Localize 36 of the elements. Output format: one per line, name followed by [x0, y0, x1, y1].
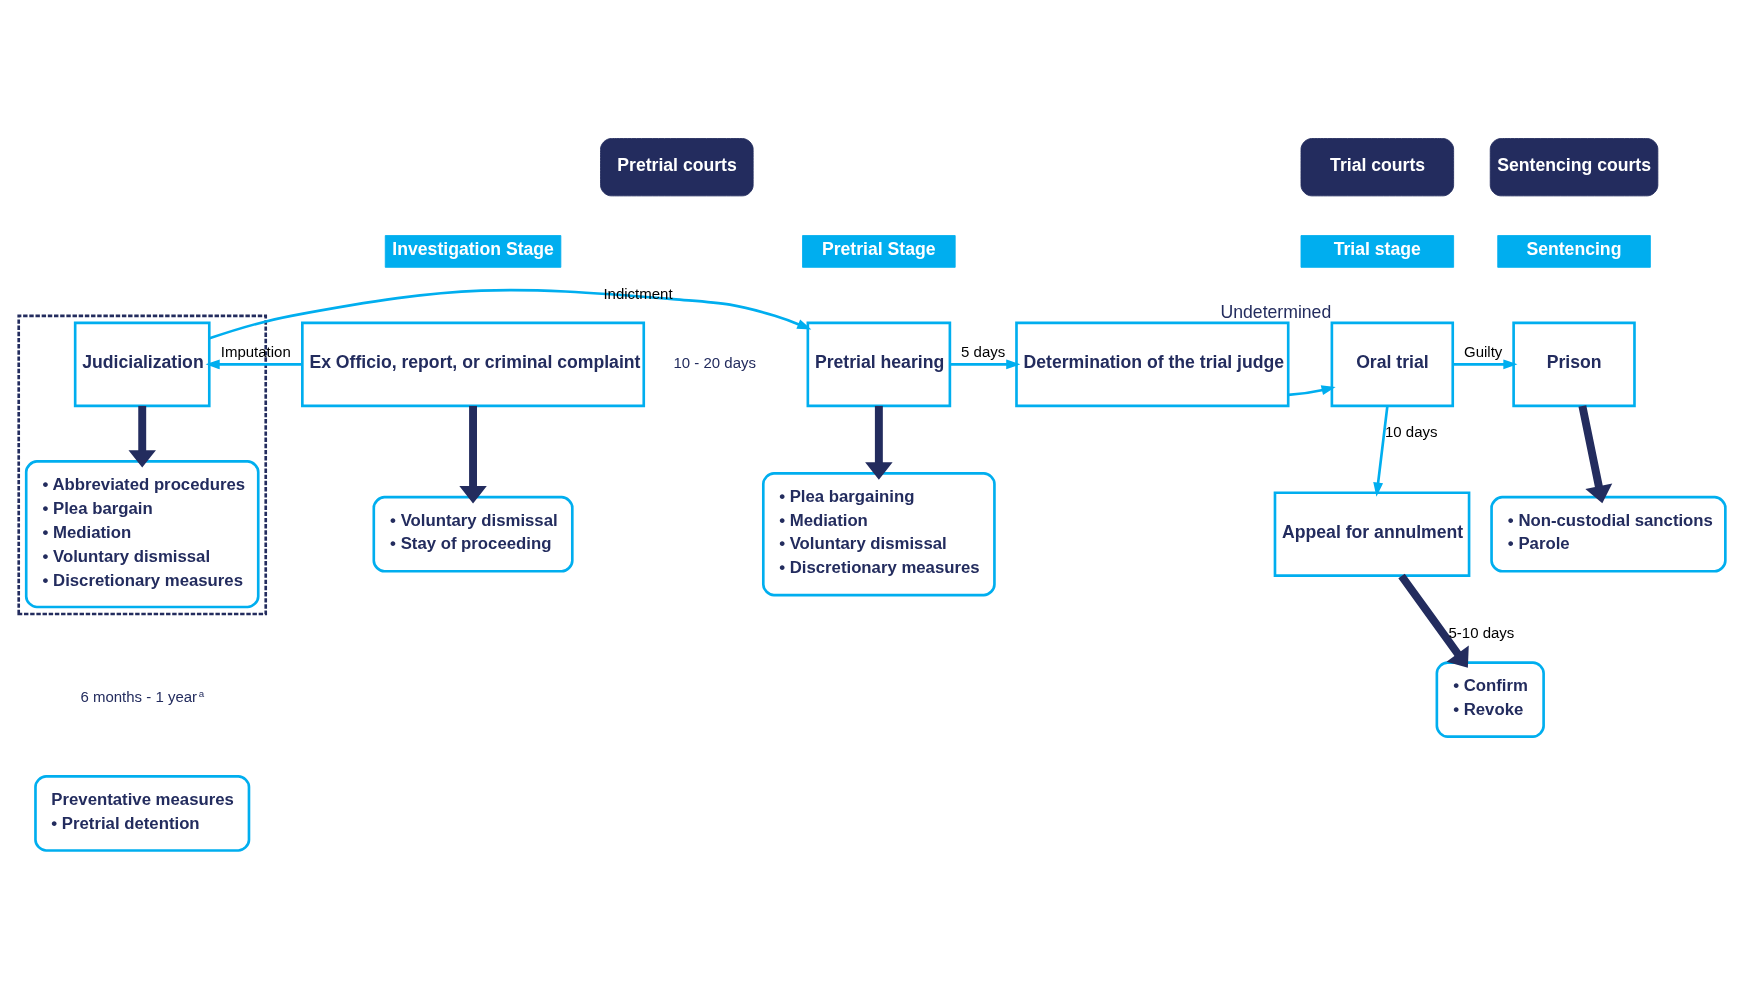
label: 6 months - 1 year: [80, 688, 198, 706]
label: a: [198, 687, 205, 699]
node-box: • Non-custodial sanctions • Parole: [1490, 495, 1727, 573]
edge-label: 5-10 days: [1448, 624, 1515, 642]
node-box: • Plea bargaining • Mediation • Voluntary dismissal • Discretionary measures: [761, 472, 996, 597]
node-box: Pretrial hearing: [806, 321, 952, 408]
node-box: Preventative measures • Pretrial detention: [34, 775, 251, 852]
label: 10 - 20 days: [673, 353, 757, 371]
edge-label: 5 days: [961, 342, 1006, 360]
arrow: [205, 359, 303, 370]
node-label: Undetermined: [1220, 301, 1332, 322]
node-box: • Confirm • Revoke: [1435, 661, 1545, 738]
arrow: [1398, 573, 1469, 668]
node-box: Sentencing courts: [1489, 138, 1659, 197]
arrow: [1373, 405, 1389, 497]
arrow: [950, 359, 1021, 370]
node-box: Determination of the trial judge: [1015, 321, 1290, 408]
node-box: Prison: [1512, 321, 1636, 408]
edge-label: Guilty: [1464, 342, 1503, 360]
node-box: Judicialization: [73, 321, 211, 408]
arrow: [1288, 385, 1336, 397]
node-box: Pretrial courts: [600, 138, 754, 197]
node-box: • Voluntary dismissal • Stay of proceeding: [372, 495, 574, 573]
edge-label: 10 days: [1385, 423, 1438, 441]
node-box: Sentencing: [1497, 235, 1651, 268]
arrow: [1452, 359, 1518, 370]
node-box: Ex Officio, report, or criminal complaint: [301, 321, 646, 408]
node-box: Appeal for annulment: [1273, 491, 1471, 577]
node-box: • Abbreviated procedures • Plea bargain • Mediation • Voluntary dismissal • Discretionary measures: [24, 460, 260, 609]
arrow: [209, 288, 812, 340]
node-box: Investigation Stage: [384, 235, 562, 268]
node-box: Pretrial Stage: [802, 235, 956, 268]
edge-label: Imputation: [220, 342, 291, 360]
node-box: Trial courts: [1300, 138, 1455, 197]
node-box: Trial stage: [1300, 235, 1455, 268]
node-box: Oral trial: [1330, 321, 1455, 408]
